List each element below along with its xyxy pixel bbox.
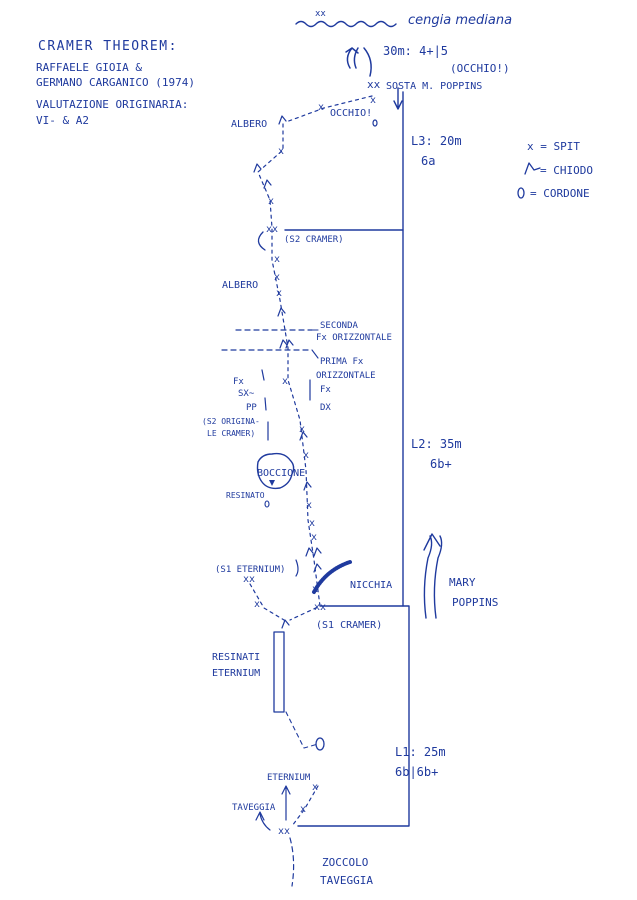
s2-originale-label-1: (S2 ORIGINA- (202, 417, 260, 426)
resinati-crack: RESINATI ETERNIUM (212, 631, 325, 751)
svg-text:xx: xx (315, 9, 326, 19)
upper-traverse: x x OCCHIO! ALBERO (231, 95, 378, 130)
main-route-line (257, 123, 321, 621)
prima-fx-label-1: PRIMA Fx (320, 357, 364, 367)
svg-text:x: x (300, 804, 306, 815)
svg-text:x: x (274, 272, 280, 283)
svg-text:x: x (274, 254, 280, 265)
svg-text:xx: xx (266, 224, 278, 235)
l2-grade: 6b+ (430, 457, 452, 471)
svg-text:x: x (311, 532, 317, 543)
svg-text:x: x (254, 599, 260, 610)
cengia-label: cengia mediana (408, 13, 512, 28)
sosta-spit-xx: xx (367, 78, 381, 91)
seconda-fx-label-2: Fx ORIZZONTALE (316, 333, 392, 343)
pitch-bracket-l1: L1: 25m 6b|6b+ (297, 605, 446, 827)
s1-eternium-area: (S1 ETERNIUM) xx x NICCHIA (215, 559, 392, 621)
header-valutazione: VALUTAZIONE ORIGINARIA: (36, 98, 188, 111)
s2-cramer-label: (S2 CRAMER) (284, 235, 344, 245)
occhio-mid-label: OCCHIO! (330, 108, 372, 119)
header-grade: VI- & A2 (36, 114, 89, 127)
s1-eternium-label: (S1 ETERNIUM) (215, 565, 285, 575)
svg-text:x: x (299, 424, 305, 435)
resinati-label-2: ETERNIUM (212, 668, 260, 679)
boccione-boulder: BOCCIONE RESINATO (226, 452, 305, 508)
taveggia-start-label: TAVEGGIA (232, 803, 276, 813)
sosta-mary-poppins: xx SOSTA M. POPPINS (367, 78, 482, 110)
svg-text:x: x (306, 500, 312, 511)
albero2-label: ALBERO (222, 280, 258, 291)
occhio-top-label: (OCCHIO!) (450, 62, 510, 75)
header-block: CRAMER THEOREM: RAFFAELE GIOIA & GERMANO… (36, 39, 195, 127)
resinati-label-1: RESINATI (212, 652, 260, 663)
svg-text:x: x (370, 95, 376, 106)
zoccolo-label-2: TAVEGGIA (320, 874, 373, 887)
albero-label: ALBERO (231, 119, 267, 130)
fx-sx-label-2: SX~ (238, 389, 255, 399)
l2-length: L2: 35m (411, 437, 462, 451)
mary-poppins-arrow: MARY POPPINS (423, 533, 498, 619)
pitch-bracket-l2: L2: 35m 6b+ (284, 229, 462, 607)
nicchia-label: NICCHIA (350, 580, 392, 591)
s1-cramer-label: (S1 CRAMER) (316, 620, 382, 631)
fx-dx-label-1: Fx (320, 385, 331, 395)
fx-dx-label-2: DX (320, 403, 331, 413)
header-authors: RAFFAELE GIOIA & (36, 61, 142, 74)
svg-text:xx: xx (314, 602, 326, 613)
header-authors-year: GERMANO CARGANICO (1974) (36, 76, 195, 89)
prima-fx-label-2: ORIZZONTALE (316, 371, 376, 381)
legend-cordone: = CORDONE (530, 187, 590, 200)
resinato-label: RESINATO (226, 491, 265, 500)
mary-label: MARY (449, 576, 476, 589)
svg-text:x: x (276, 288, 282, 299)
header-title: CRAMER THEOREM: (38, 39, 178, 54)
fx-sx-label-1: Fx (233, 377, 244, 387)
l1-grade: 6b|6b+ (395, 765, 438, 779)
eternium-start-label: ETERNIUM (267, 773, 311, 783)
pp-label: PP (246, 403, 257, 413)
l3-grade: 6a (421, 154, 435, 168)
cengia-mediana: xx cengia mediana (295, 9, 512, 28)
route-protection: x x xx x x x x x x x x x x (253, 115, 322, 595)
svg-text:x: x (318, 102, 324, 113)
svg-text:x: x (278, 146, 284, 157)
svg-text:xx: xx (243, 574, 255, 585)
legend: x = SPIT = CHIODO = CORDONE (517, 140, 593, 200)
s2-originale-label-2: LE CRAMER) (207, 429, 255, 438)
s2-cramer-belay: (S2 CRAMER) (257, 231, 344, 251)
svg-text:x: x (282, 376, 288, 387)
poppins-label: POPPINS (452, 596, 498, 609)
horizontal-fractures: SECONDA Fx ORIZZONTALE PRIMA Fx ORIZZONT… (221, 321, 392, 381)
l3-length: L3: 20m (411, 134, 462, 148)
svg-text:x: x (309, 518, 315, 529)
svg-text:x: x (303, 450, 309, 461)
seconda-fx-label-1: SECONDA (320, 321, 359, 331)
svg-text:x: x (268, 196, 274, 207)
fracture-branches: Fx SX~ PP (S2 ORIGINA- LE CRAMER) Fx DX (202, 369, 331, 441)
boccione-label: BOCCIONE (257, 468, 305, 479)
start-area: ETERNIUM TAVEGGIA x x xx ZOCCOLO TAVEGGI… (232, 773, 373, 887)
sosta-label: SOSTA M. POPPINS (386, 81, 482, 92)
exit-pitch-label: 30m: 4+|5 (383, 44, 448, 58)
svg-text:x: x (312, 782, 318, 793)
zoccolo-label-1: ZOCCOLO (322, 856, 368, 869)
l1-length: L1: 25m (395, 745, 446, 759)
legend-spit: x = SPIT (527, 140, 580, 153)
pitch-bracket-l3: L3: 20m 6a (402, 91, 462, 231)
exit-arrow: 30m: 4+|5 (OCCHIO!) (345, 44, 510, 77)
legend-chiodo: = CHIODO (540, 164, 593, 177)
s1-cramer-belay: xx (S1 CRAMER) (281, 602, 382, 631)
start-belay-xx: xx (278, 826, 290, 837)
